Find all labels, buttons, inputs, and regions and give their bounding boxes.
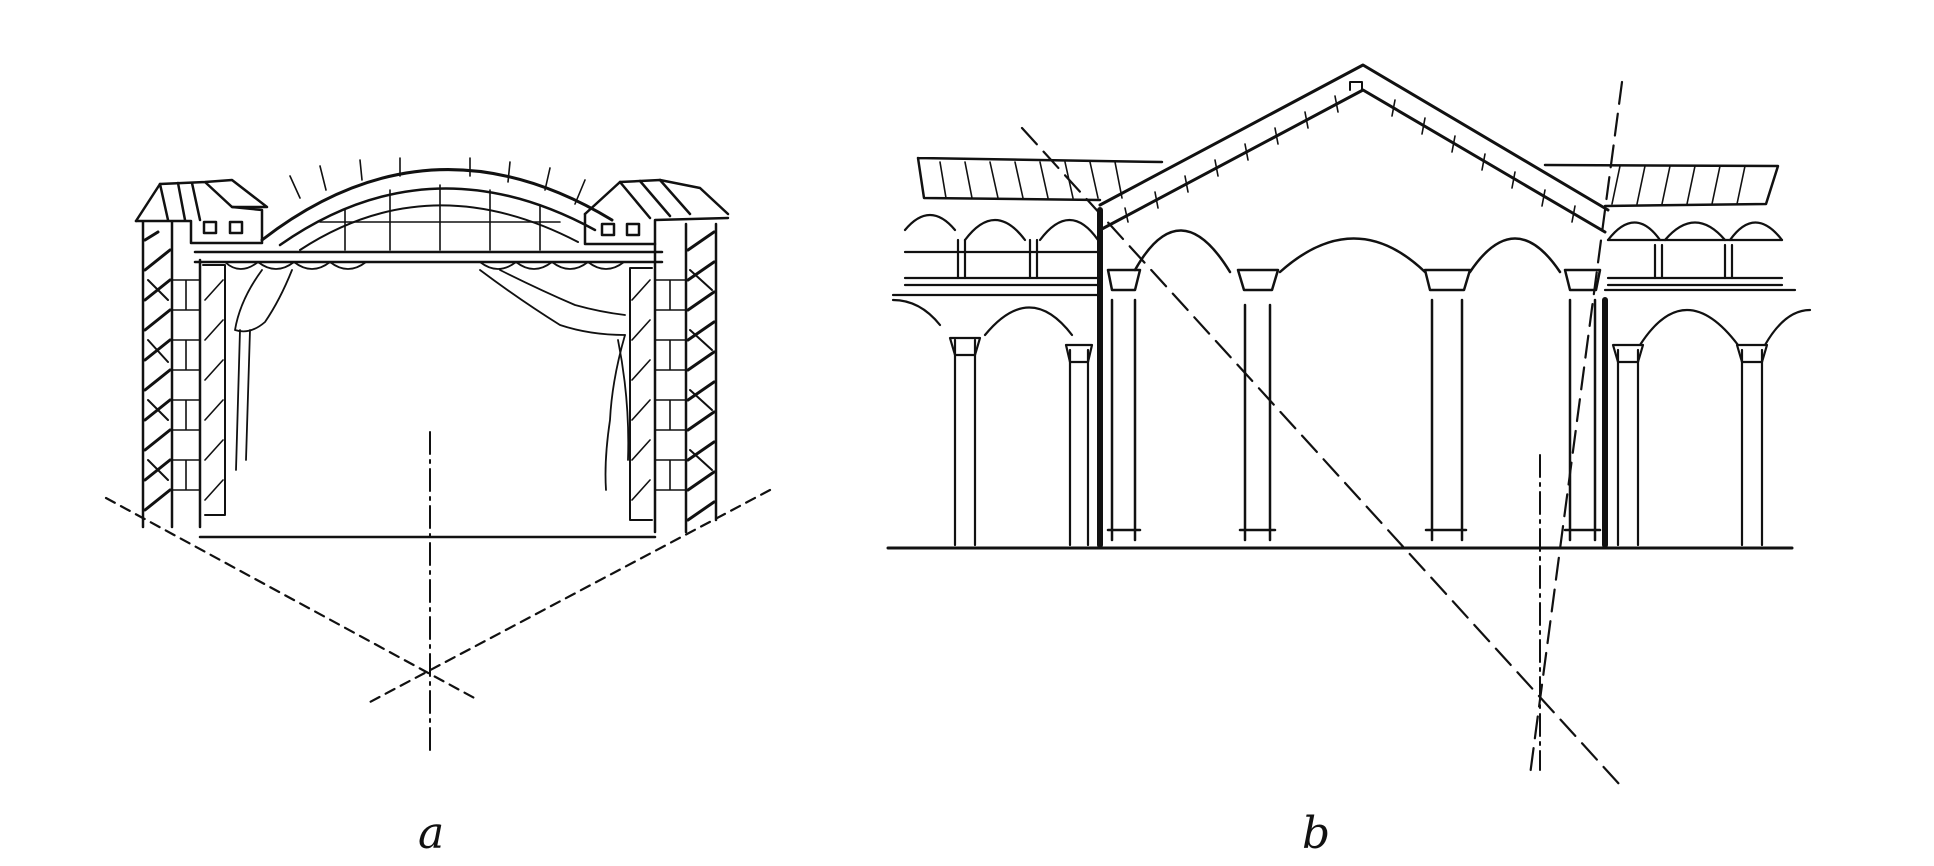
panel-b-label: b xyxy=(1302,808,1331,859)
left-pier xyxy=(141,220,226,529)
arch xyxy=(260,157,614,251)
panel-a-stage-drawing xyxy=(104,157,772,753)
right-pier xyxy=(629,222,718,534)
left-lower-arcade xyxy=(891,293,1102,547)
curtains xyxy=(234,269,630,491)
gable-roof xyxy=(1098,63,1610,234)
left-tower-roof xyxy=(134,178,269,245)
nave-arcade xyxy=(1097,207,1602,548)
panel-a-label: a xyxy=(418,808,445,859)
entablature xyxy=(193,250,664,270)
panel-b-construction-lines xyxy=(1020,80,1624,787)
right-lower-arcade xyxy=(1602,288,1812,548)
right-aisle-roof xyxy=(1543,163,1780,208)
left-upper-gallery xyxy=(903,214,1100,287)
left-aisle-roof xyxy=(916,156,1164,202)
panel-b-arcade-drawing xyxy=(886,63,1812,787)
right-upper-gallery xyxy=(1606,221,1784,287)
panel-a-construction-lines xyxy=(104,488,772,704)
right-tower-roof xyxy=(583,178,730,246)
